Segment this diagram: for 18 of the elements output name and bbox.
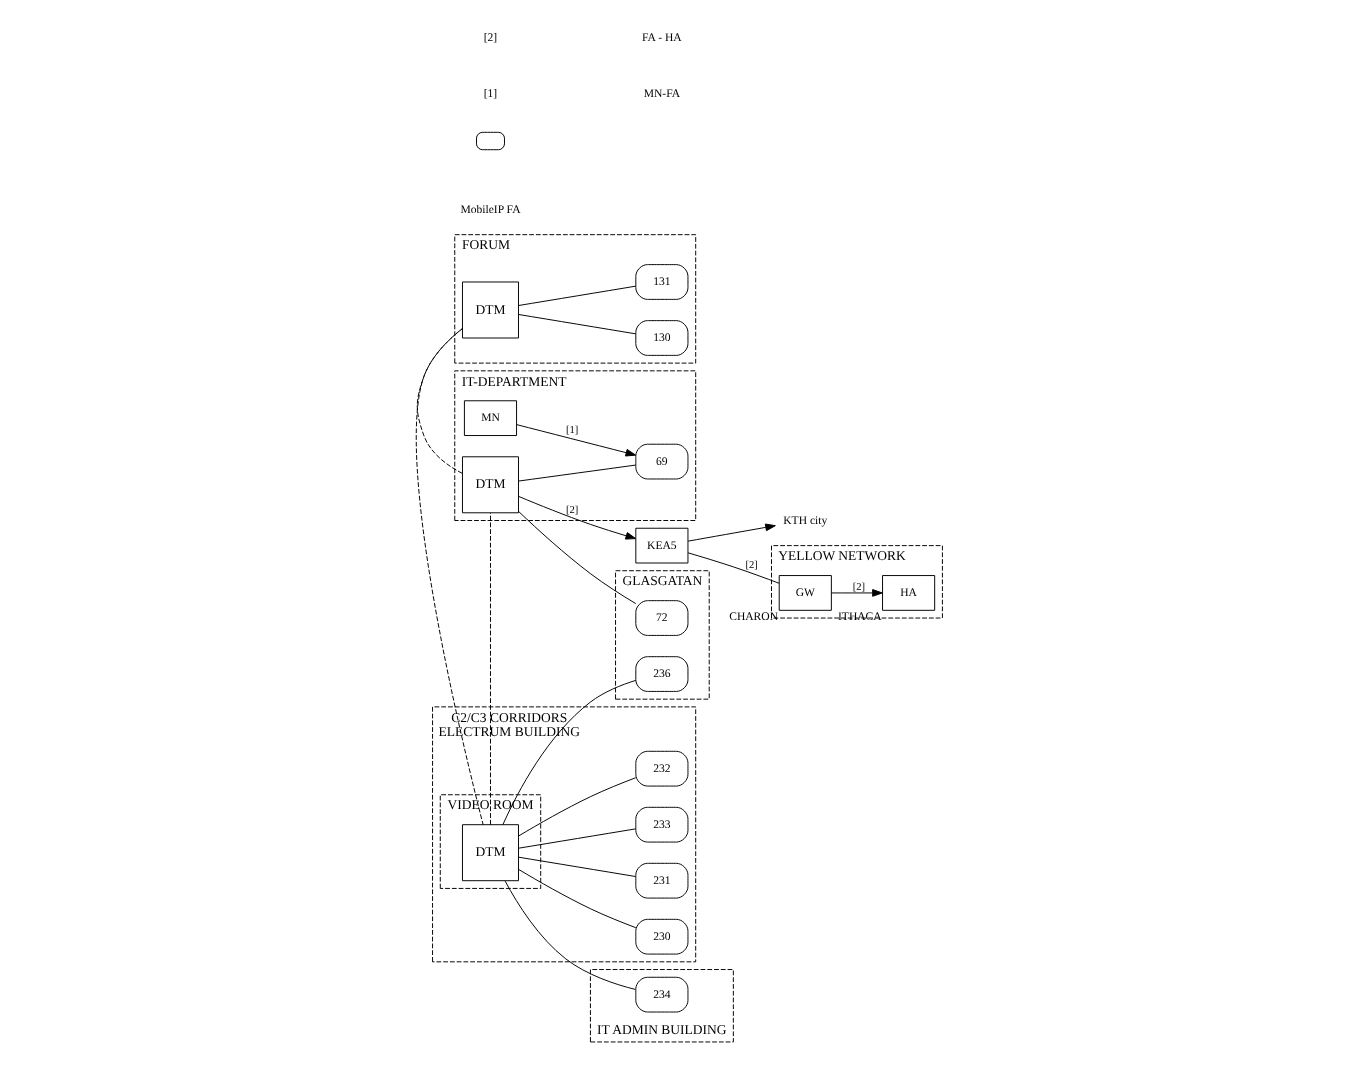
arrow <box>516 424 637 457</box>
connector <box>687 552 780 584</box>
connector <box>416 328 463 474</box>
arrow <box>518 495 637 540</box>
connector <box>518 777 637 837</box>
connector <box>502 679 637 826</box>
connector <box>518 856 637 877</box>
connector <box>518 510 637 605</box>
connector <box>504 880 636 990</box>
connector <box>518 285 637 306</box>
connector <box>518 868 637 929</box>
connector <box>518 828 637 849</box>
connector <box>490 512 491 826</box>
arrow <box>831 589 883 597</box>
connector <box>518 464 637 482</box>
connector <box>415 328 484 826</box>
arrow <box>687 523 776 542</box>
connector <box>518 314 637 335</box>
